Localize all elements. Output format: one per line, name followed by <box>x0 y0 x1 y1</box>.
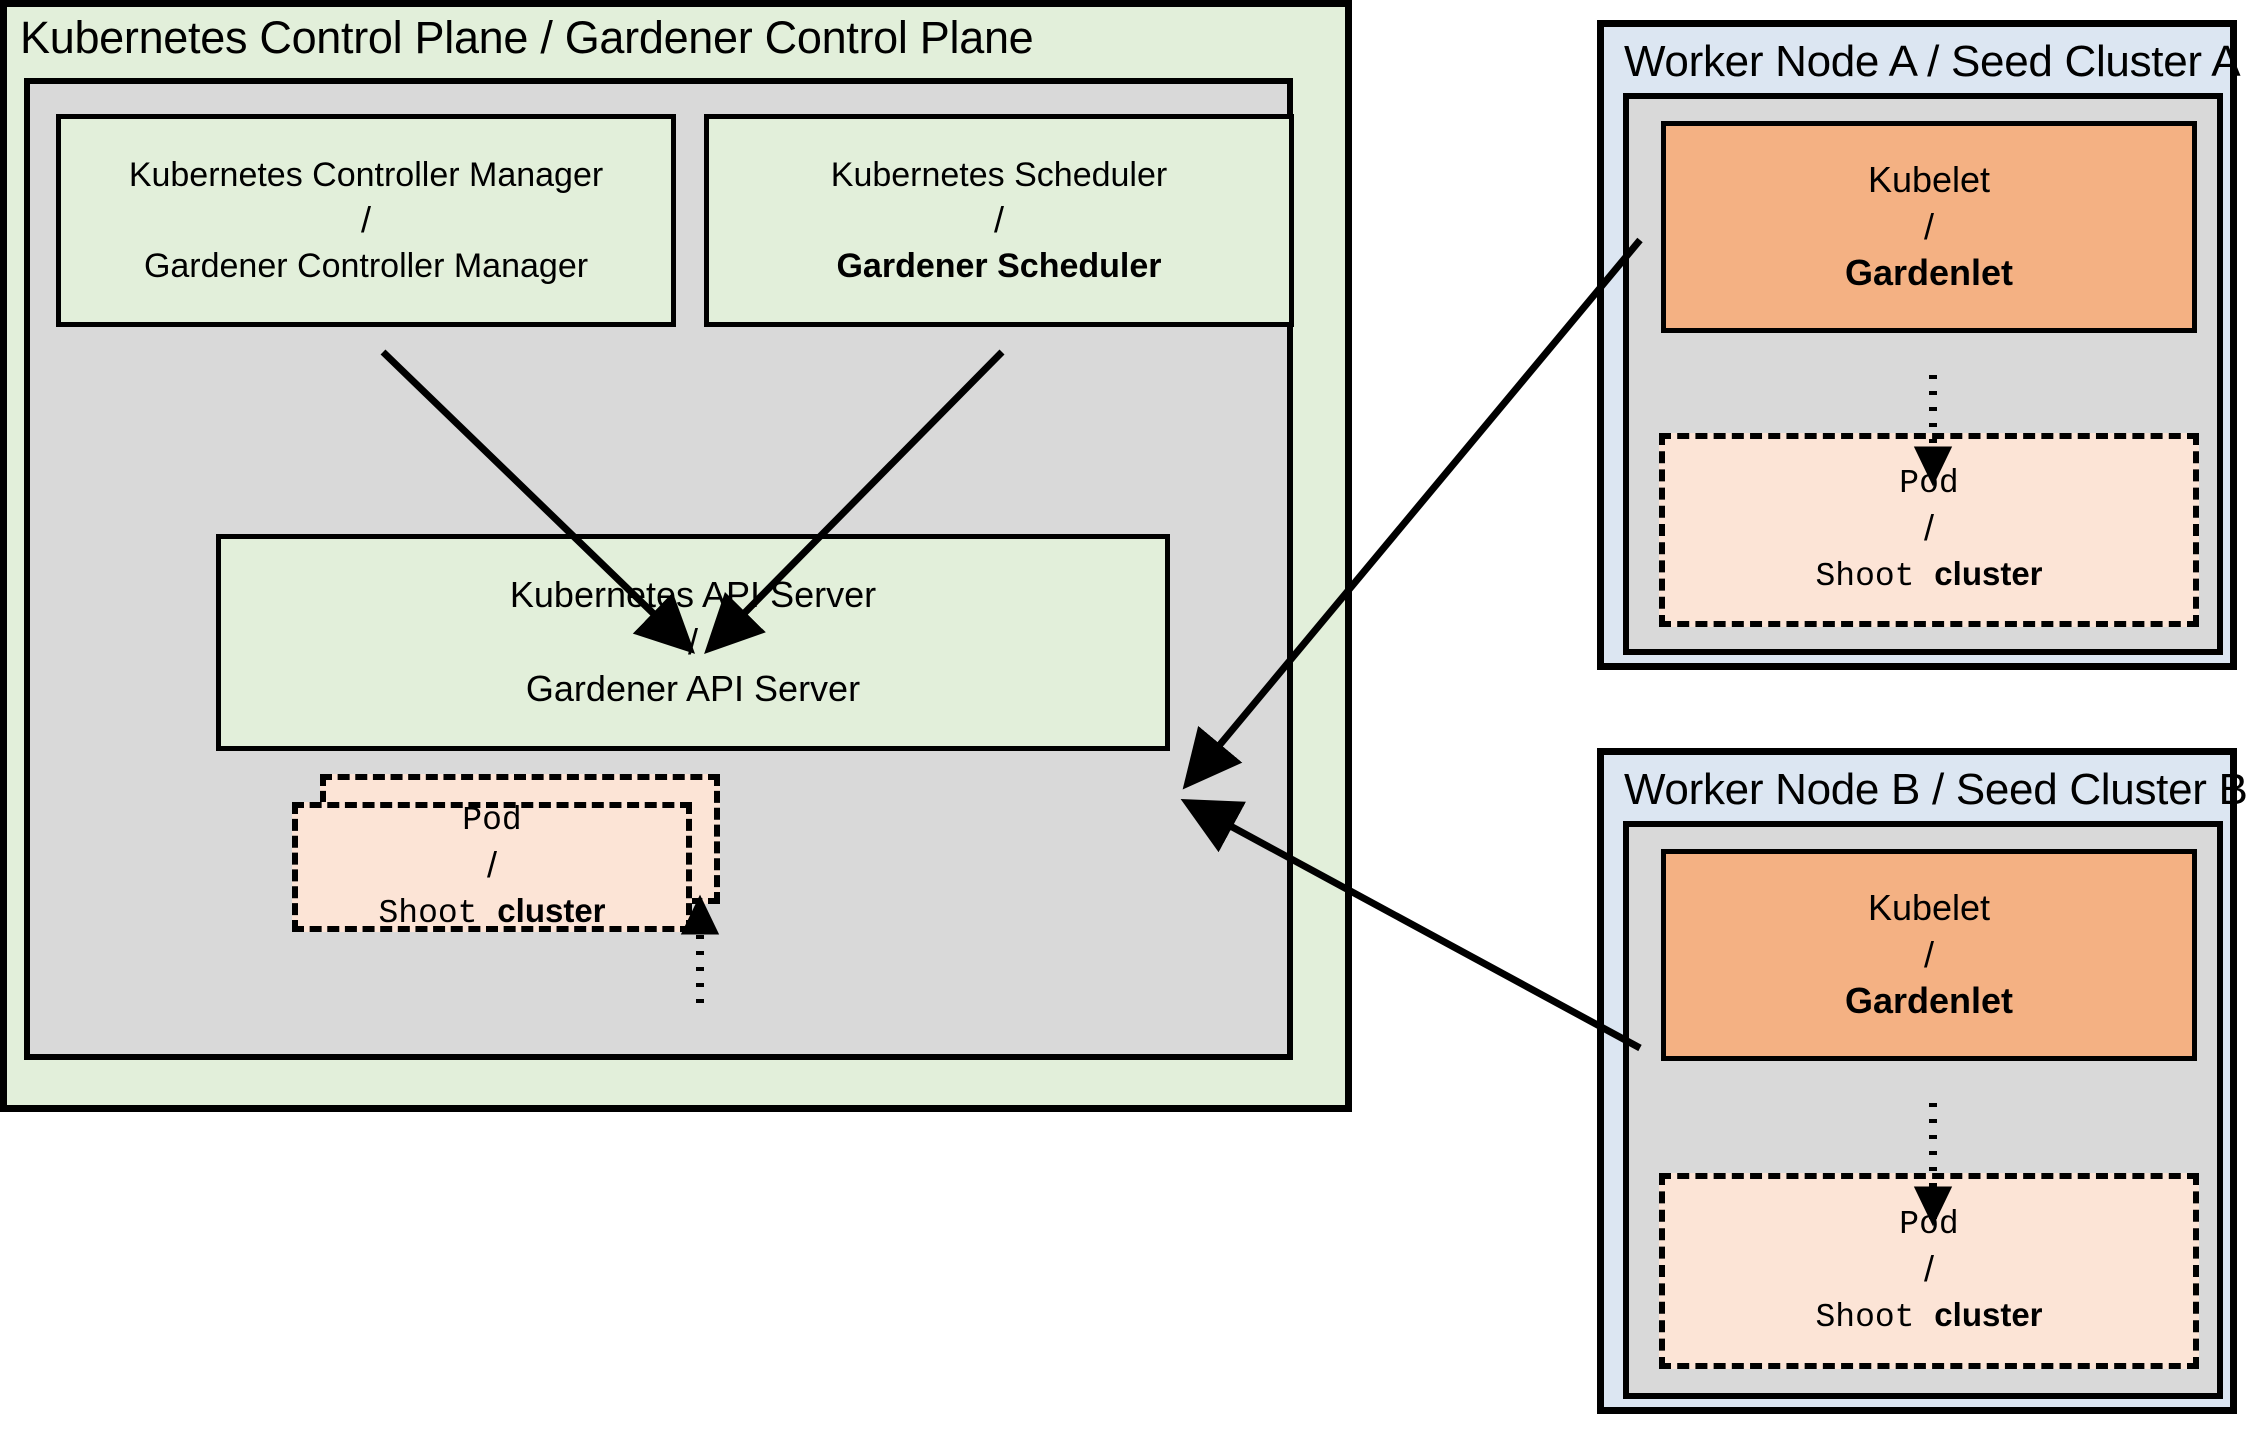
controller-manager-separator: / <box>360 199 371 241</box>
kubelet-a-line1: Kubelet <box>1867 158 1991 200</box>
kubernetes-api-server-box: Kubernetes API Server / Gardener API Ser… <box>216 534 1170 751</box>
worker-node-b-panel: Worker Node B / Seed Cluster B Kubelet /… <box>1597 748 2248 1414</box>
api-server-line1: Kubernetes API Server <box>509 574 877 616</box>
kubelet-gardenlet-b-box: Kubelet / Gardenlet <box>1661 849 2197 1061</box>
control-plane-pod-separator: / <box>486 844 497 886</box>
api-server-line2: Gardener API Server <box>525 667 861 709</box>
pod-a-separator: / <box>1923 507 1934 549</box>
gardenlet-a-label: Gardenlet <box>1844 252 2014 294</box>
pod-b-line2-suffix: cluster <box>1934 1295 2043 1333</box>
worker-node-a-inner-panel: Kubelet / Gardenlet Pod / Shoot cluster <box>1623 93 2223 655</box>
kubelet-a-separator: / <box>1923 205 1934 247</box>
worker-node-b-title: Worker Node B / Seed Cluster B <box>1624 765 2248 814</box>
controller-manager-line1: Kubernetes Controller Manager <box>128 155 604 194</box>
scheduler-line2: Gardener Scheduler <box>836 246 1162 285</box>
kubernetes-controller-manager-box: Kubernetes Controller Manager / Gardener… <box>56 114 676 327</box>
pod-a-line2: Shoot cluster <box>1815 552 2042 599</box>
worker-node-a-panel: Worker Node A / Seed Cluster A Kubelet /… <box>1597 20 2241 670</box>
control-plane-panel: Kubernetes Control Plane / Gardener Cont… <box>0 0 1352 1112</box>
kubernetes-scheduler-box: Kubernetes Scheduler / Gardener Schedule… <box>704 114 1294 327</box>
pod-b-line2-prefix: Shoot <box>1815 1298 1935 1336</box>
worker-node-a-title: Worker Node A / Seed Cluster A <box>1624 37 2241 86</box>
pod-b-line2: Shoot cluster <box>1815 1293 2042 1340</box>
control-plane-pod-line2: Shoot cluster <box>378 889 605 936</box>
worker-node-b-pod-box: Pod / Shoot cluster <box>1659 1173 2199 1369</box>
kubelet-b-line1: Kubelet <box>1867 886 1991 928</box>
control-plane-title: Kubernetes Control Plane / Gardener Cont… <box>20 12 1034 63</box>
kubelet-b-separator: / <box>1923 933 1934 975</box>
pod-b-line1: Pod <box>1899 1205 1959 1243</box>
scheduler-separator: / <box>993 199 1004 241</box>
kubelet-gardenlet-a-box: Kubelet / Gardenlet <box>1661 121 2197 333</box>
pod-a-line2-suffix: cluster <box>1934 554 2043 592</box>
pod-b-separator: / <box>1923 1248 1934 1290</box>
worker-node-b-inner-panel: Kubelet / Gardenlet Pod / Shoot cluster <box>1623 821 2223 1399</box>
api-server-separator: / <box>687 621 698 663</box>
worker-node-a-pod-box: Pod / Shoot cluster <box>1659 433 2199 627</box>
controller-manager-line2: Gardener Controller Manager <box>143 246 589 285</box>
control-plane-pod-line1: Pod <box>462 801 522 839</box>
control-plane-pod-line2-suffix: cluster <box>497 891 606 929</box>
scheduler-line1: Kubernetes Scheduler <box>830 155 1168 194</box>
pod-a-line2-prefix: Shoot <box>1815 557 1935 595</box>
control-plane-pod-line2-prefix: Shoot <box>378 894 498 932</box>
pod-a-line1: Pod <box>1899 464 1959 502</box>
gardenlet-b-label: Gardenlet <box>1844 980 2014 1022</box>
control-plane-pod-box: Pod / Shoot cluster <box>292 802 692 932</box>
control-plane-inner-panel: Kubernetes Controller Manager / Gardener… <box>24 78 1294 1060</box>
